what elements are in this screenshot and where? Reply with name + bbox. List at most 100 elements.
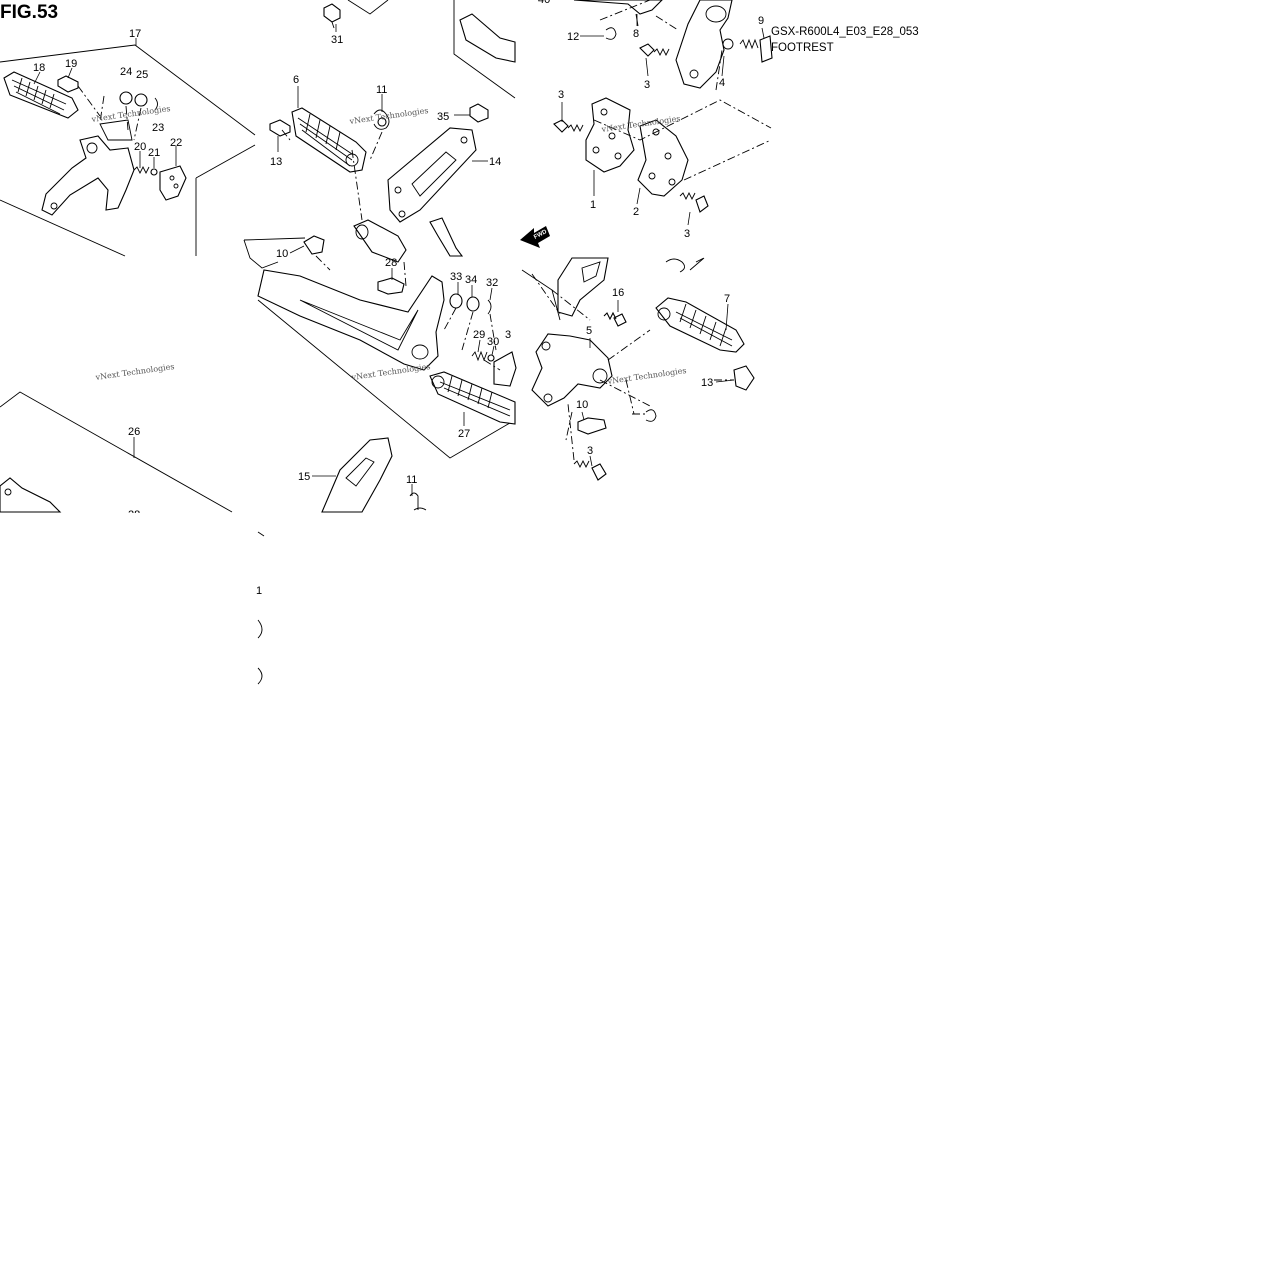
pin-28-illustration: [377, 277, 405, 295]
pin-19-illustration: [57, 75, 79, 93]
bolt-3a-illustration: [639, 43, 670, 57]
ball-30-illustration: [487, 354, 495, 362]
callout-15: 15: [298, 471, 310, 483]
clip-12-illustration: [605, 27, 617, 40]
callout-30: 30: [487, 336, 499, 348]
pivot-collar-illustration: [353, 219, 407, 263]
bracket-26-fragment: [0, 477, 62, 513]
heel-guard-15-illustration: [321, 437, 393, 513]
pivot-arm-illustration: [531, 333, 613, 407]
bolt-9-illustration: [739, 35, 773, 63]
callout-10-right: 10: [576, 399, 588, 411]
bolt-16-illustration: [603, 311, 627, 327]
callout-3-lowest: 3: [587, 445, 593, 457]
callout-27: 27: [458, 428, 470, 440]
bracket-8-illustration: [573, 0, 663, 15]
callout-8: 8: [633, 28, 639, 40]
spring-11-illustration: [373, 109, 390, 130]
callout-11-lower: 11: [406, 474, 417, 486]
bracket-5-illustration: [557, 257, 609, 317]
callout-18: 18: [33, 62, 45, 74]
callout-33: 33: [450, 271, 462, 283]
callout-6: 6: [293, 74, 299, 86]
callout-3-left: 3: [558, 89, 564, 101]
rider-bracket-illustration: [41, 119, 135, 216]
passenger-bracket-illustration: [257, 269, 445, 371]
footpeg-18-illustration: [3, 71, 79, 119]
plate-1-illustration: [585, 97, 635, 173]
footpeg-7-illustration: [655, 297, 745, 353]
callout-3-top: 3: [644, 79, 650, 91]
ball-21-illustration: [150, 168, 158, 176]
footpeg-27-illustration: [429, 371, 516, 425]
callout-3-bottom: 3: [684, 228, 690, 240]
footpeg-6-illustration: [291, 107, 367, 173]
watermark: vNext Technologies: [94, 362, 175, 382]
callout-labels: 17 18 19 24 25 23 20 21 22 31 6 11 35 13…: [33, 0, 764, 486]
callout-4: 4: [719, 77, 725, 89]
callout-24: 24: [120, 66, 132, 78]
callout-22: 22: [170, 137, 182, 149]
callout-11: 11: [376, 84, 387, 96]
blank-region: [0, 513, 256, 1285]
callout-12: 12: [567, 31, 579, 43]
watermark: vNext Technologies: [350, 362, 431, 382]
bolt-13b-illustration: [733, 365, 755, 391]
callout-28: 28: [385, 257, 397, 269]
callout-7: 7: [724, 293, 730, 305]
clip-12b-illustration: [645, 409, 657, 422]
washer-33-illustration: [449, 293, 463, 309]
spring-29-illustration: [471, 350, 488, 362]
callout-40: 40: [538, 0, 550, 6]
callout-13-right: 13: [701, 377, 713, 389]
bracket-4-illustration: [675, 0, 734, 89]
panel-left-side-assy: [243, 0, 517, 685]
blank-region: [515, 513, 1285, 690]
callout-26: 26: [128, 426, 140, 438]
callout-20: 20: [134, 141, 146, 153]
bolt-31-illustration: [323, 3, 341, 29]
clip-32-illustration: [487, 299, 492, 315]
callout-29: 29: [473, 329, 485, 341]
panel-passenger-footrest-assy: [0, 391, 233, 513]
callout-1-lower: 1: [256, 585, 262, 597]
callout-31: 31: [331, 34, 343, 46]
callout-34: 34: [465, 274, 477, 286]
callout-5: 5: [586, 325, 592, 337]
panel-right-side-assy: FWD: [520, 0, 773, 481]
section-name: FOOTREST: [771, 42, 834, 54]
model-caption: GSX-R600L4_E03_E28_053 FOOTREST: [771, 24, 919, 56]
spring-11b-illustration: [409, 492, 427, 511]
callout-32: 32: [486, 277, 498, 289]
bolt-3d-illustration: [573, 459, 607, 481]
washer-25-illustration: [134, 93, 148, 107]
heel-guard-14-illustration: [387, 127, 477, 223]
plate-2-illustration: [637, 119, 689, 197]
callout-35: 35: [437, 111, 449, 123]
callout-25: 25: [136, 69, 148, 81]
spring-20-illustration: [133, 165, 150, 175]
watermark: vNext Technologies: [606, 366, 687, 386]
callout-17: 17: [129, 28, 141, 40]
figure-title: FIG.53: [0, 2, 59, 23]
model-code: GSX-R600L4_E03_E28_053: [771, 26, 919, 38]
callout-23: 23: [152, 122, 164, 134]
panel-rider-footrest-assy: [0, 38, 256, 257]
callout-21: 21: [148, 147, 160, 159]
callout-9: 9: [758, 15, 764, 27]
bolt-13-illustration: [269, 119, 291, 137]
callout-16: 16: [612, 287, 624, 299]
pin-10b-illustration: [577, 417, 607, 435]
callout-2: 2: [633, 206, 639, 218]
bolt-35-illustration: [469, 103, 489, 123]
callout-10: 10: [276, 248, 288, 260]
blank-region: [256, 690, 1285, 1285]
callout-14: 14: [489, 156, 501, 168]
bolt-3c-illustration: [679, 191, 709, 213]
callout-1: 1: [590, 199, 596, 211]
callout-19: 19: [65, 58, 77, 70]
plate-22-illustration: [159, 165, 187, 201]
washer-24-illustration: [119, 91, 133, 105]
fwd-arrow-icon: FWD: [520, 226, 550, 248]
